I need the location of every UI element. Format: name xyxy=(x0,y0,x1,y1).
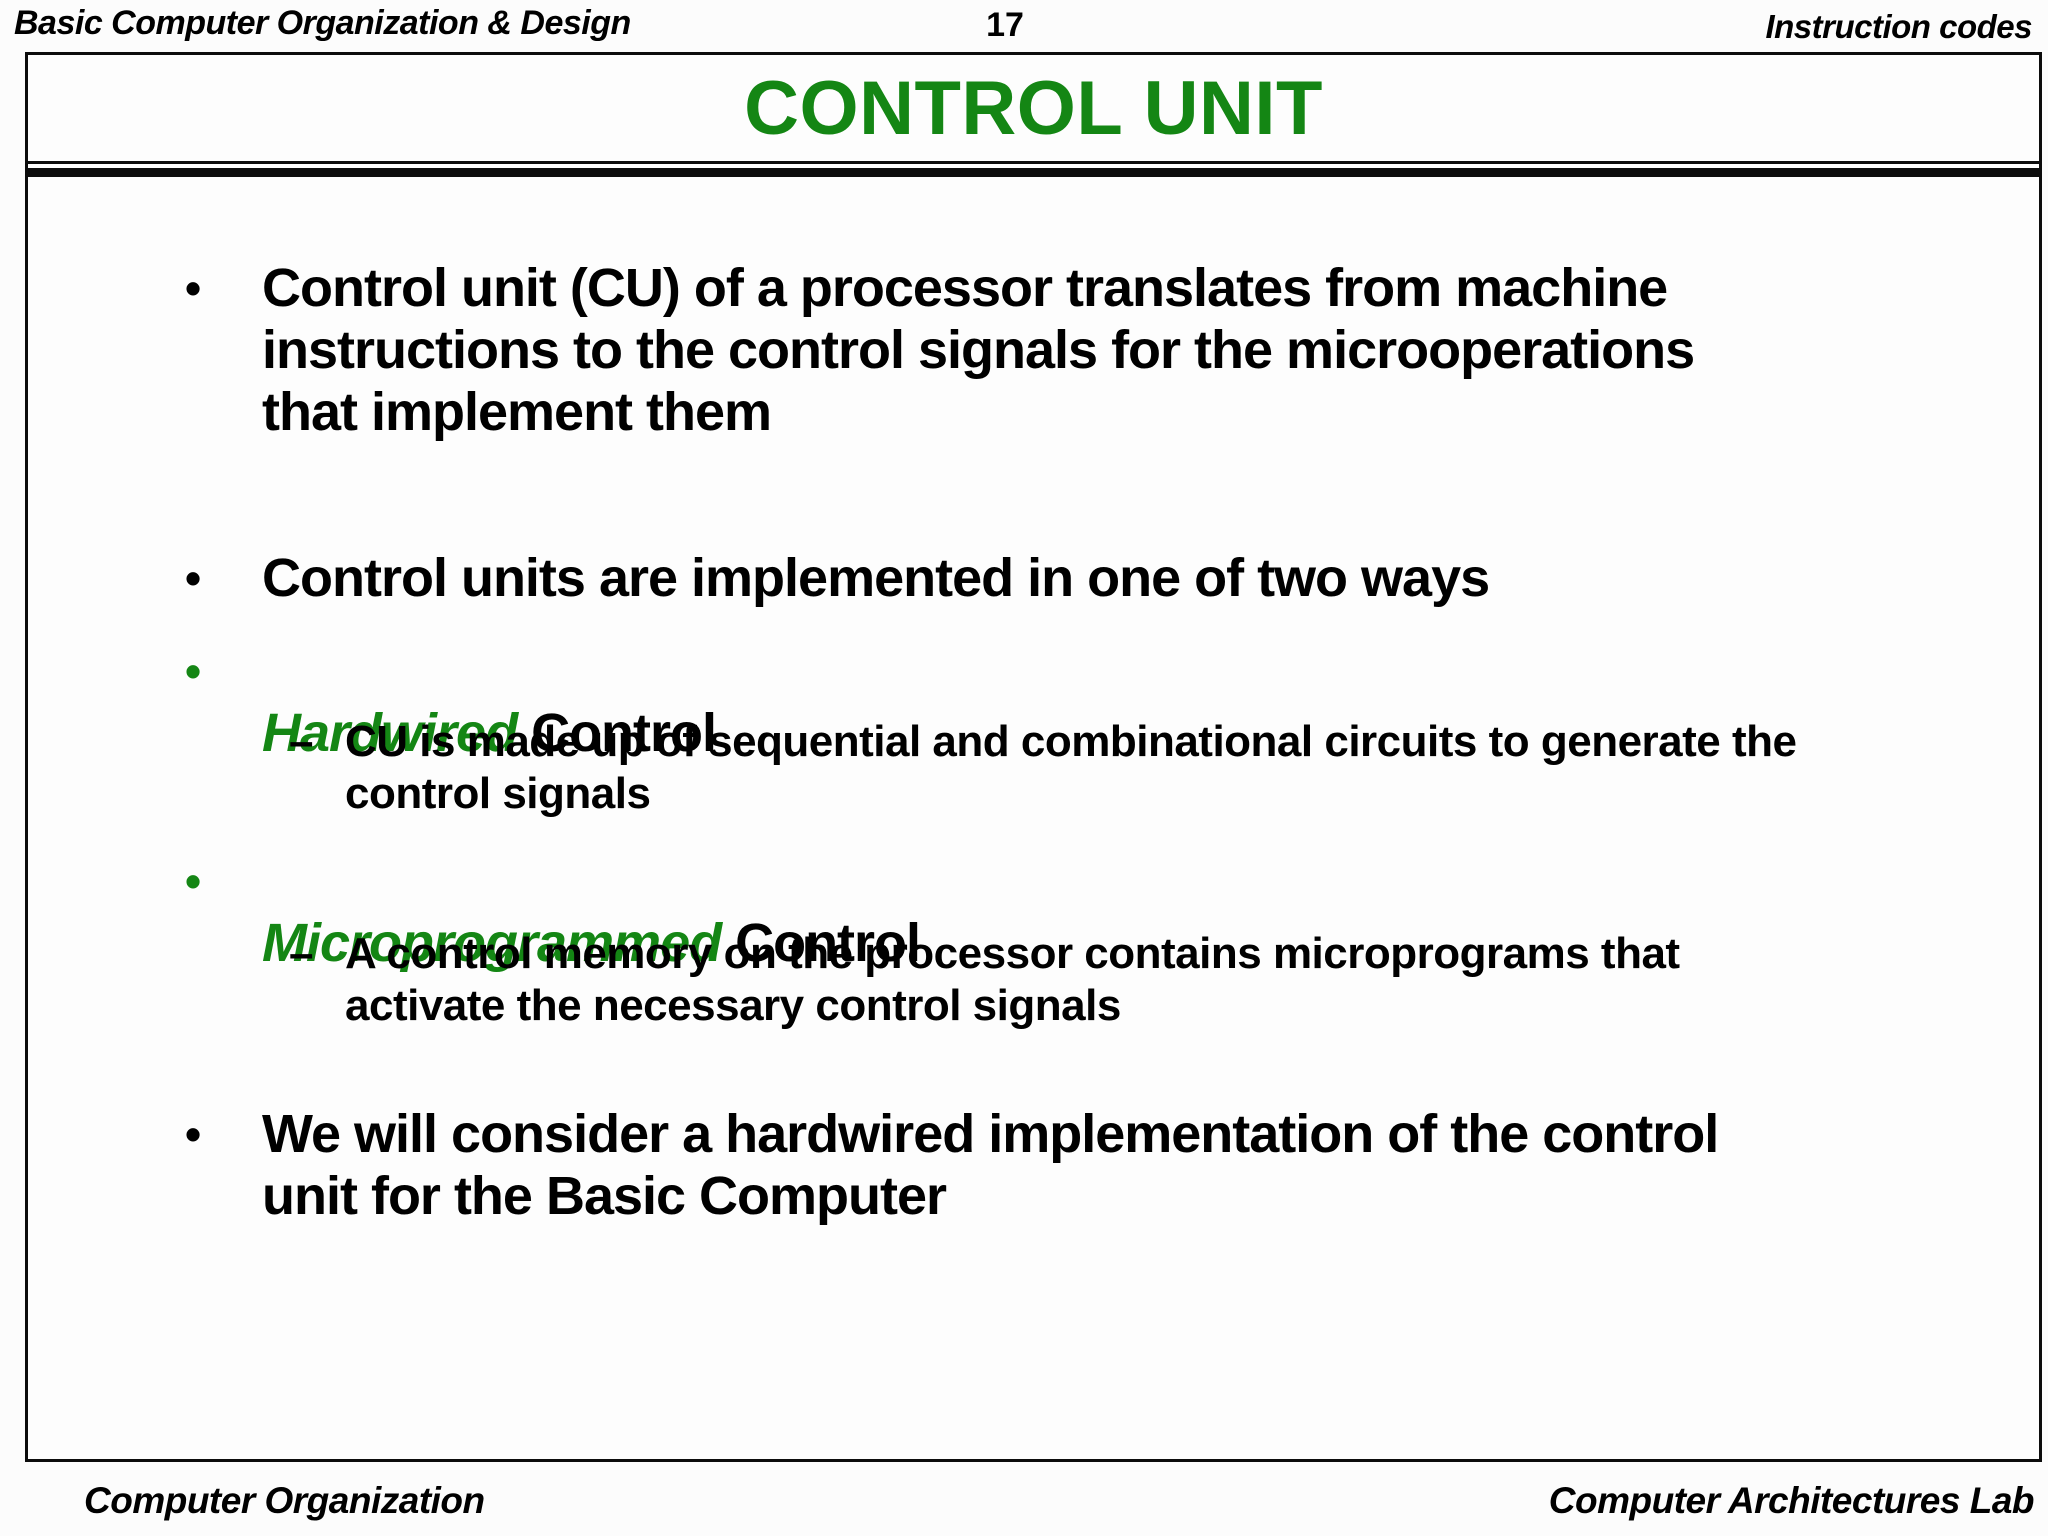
dash-icon: – xyxy=(289,717,313,766)
bullet-text: Control units are implemented in one of … xyxy=(262,548,1490,608)
header-course-title: Basic Computer Organization & Design xyxy=(14,4,631,42)
bullet-text: Control unit (CU) of a processor transla… xyxy=(262,258,1695,442)
slide-title: CONTROL UNIT xyxy=(744,66,1323,151)
footer-course-name: Computer Organization xyxy=(84,1480,485,1521)
subbullet-item-hardwired-detail: – CU is made up of sequential and combin… xyxy=(289,716,1797,820)
keyword-microprogrammed: Microprogrammed xyxy=(262,913,722,973)
footer-lab-name: Computer Architectures Lab xyxy=(1548,1480,2035,1521)
header-page-number: 17 xyxy=(986,6,1024,44)
title-separator xyxy=(28,161,2039,177)
bullet-item-hardwired-implementation: • We will consider a hardwired implement… xyxy=(185,1103,1719,1227)
subbullet-text: CU is made up of sequential and combinat… xyxy=(345,717,1797,818)
subbullet-item-microprogrammed-detail: – A control memory on the processor cont… xyxy=(289,928,1680,1032)
separator-thin-line xyxy=(28,161,2039,164)
bullet-dot-icon: • xyxy=(185,855,201,907)
separator-thick-line xyxy=(28,168,2039,177)
header-section-title: Instruction codes xyxy=(1765,8,2032,45)
bullet-item-two-ways: • Control units are implemented in one o… xyxy=(185,547,1490,609)
bullet-dot-icon: • xyxy=(185,262,201,314)
bullet-item-cu-translates: • Control unit (CU) of a processor trans… xyxy=(185,257,1695,443)
subbullet-text: A control memory on the processor contai… xyxy=(345,929,1680,1030)
bullet-dot-icon: • xyxy=(185,1108,201,1160)
bullet-dot-icon: • xyxy=(185,552,201,604)
bullet-text: We will consider a hardwired implementat… xyxy=(262,1104,1719,1226)
dash-icon: – xyxy=(289,929,313,978)
slide-frame: CONTROL UNIT • Control unit (CU) of a pr… xyxy=(25,52,2042,1462)
keyword-hardwired: Hardwired xyxy=(262,703,518,763)
bullet-dot-icon: • xyxy=(185,645,201,697)
bullet-text: Control xyxy=(531,703,717,763)
bullet-text: Control xyxy=(735,913,921,973)
